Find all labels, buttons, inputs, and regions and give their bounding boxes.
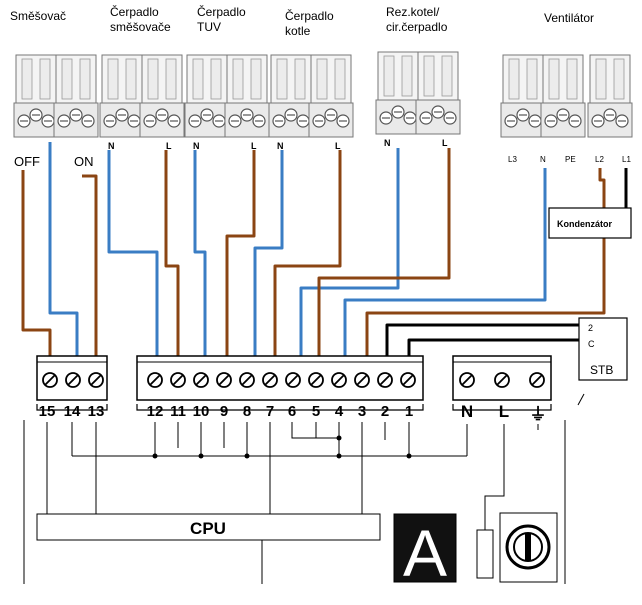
internal-wiring	[23, 420, 566, 584]
tuv-pump-connector	[184, 54, 270, 138]
mixer-pump-pin-n: N	[108, 141, 115, 151]
wire-fan-l2-upper	[598, 168, 606, 208]
fan-pin-l2: L2	[595, 155, 604, 164]
stb-pin-c: C	[588, 339, 595, 349]
stb-box: 2 C STB	[578, 317, 628, 381]
terminal-3: 3	[358, 403, 366, 420]
wires	[21, 142, 628, 360]
wire-boiler-pump-l	[273, 150, 342, 360]
stb-mark	[577, 393, 585, 406]
cpu-label: CPU	[190, 519, 226, 538]
wire-tuv-pump-l	[225, 150, 256, 360]
wire-fan-l2-lower	[365, 238, 606, 360]
mixer-pump-pin-l: L	[166, 141, 172, 151]
wire-mixer-pump-n	[107, 150, 159, 360]
terminal-7: 7	[266, 403, 274, 420]
terminal-10: 10	[193, 403, 210, 420]
condenser: Kondenzátor	[548, 207, 632, 239]
label-mixer-pump-2: směšovače	[110, 20, 171, 34]
fuse-icon	[476, 529, 494, 579]
boiler-pump-connector	[268, 54, 354, 138]
label-reserve-2: cir.čerpadlo	[386, 20, 448, 34]
terminal-block-left	[36, 355, 108, 401]
wire-mixer-on	[82, 174, 98, 360]
stb-pin-2: 2	[588, 323, 593, 333]
fan-connector	[500, 54, 633, 138]
terminal-9: 9	[220, 403, 228, 420]
label-mixer: Směšovač	[10, 9, 66, 23]
fan-pin-l1: L1	[622, 155, 631, 164]
mixer-connector	[13, 54, 99, 138]
label-mixer-pump-1: Čerpadlo	[110, 4, 159, 19]
wire-mixer-n	[48, 142, 79, 360]
terminal-2: 2	[381, 403, 389, 420]
key-switch-icon	[499, 512, 558, 583]
wire-boiler-pump-n	[253, 150, 284, 360]
terminal-block-power	[452, 355, 552, 401]
tuv-pump-pin-l: L	[251, 141, 257, 151]
wire-mixer-pump-l	[164, 150, 180, 360]
boiler-pump-pin-l: L	[335, 141, 341, 151]
mixer-off-label: OFF	[14, 154, 40, 169]
wire-stb-c	[407, 338, 579, 360]
variant-letter: A	[403, 516, 447, 590]
tuv-pump-pin-n: N	[193, 141, 200, 151]
label-tuv-pump-1: Čerpadlo	[197, 4, 246, 19]
label-boiler-pump-1: Čerpadlo	[285, 8, 334, 23]
condenser-label: Kondenzátor	[557, 219, 612, 229]
wire-reserve-l	[317, 148, 451, 360]
terminal-block-main	[136, 355, 424, 401]
terminal-15: 15	[39, 403, 56, 420]
wire-reserve-n	[299, 148, 400, 360]
reserve-connector	[375, 51, 461, 135]
terminal-12: 12	[147, 403, 164, 420]
label-fan: Ventilátor	[544, 11, 594, 25]
wire-stb-2	[385, 323, 579, 360]
mixer-on-label: ON	[74, 154, 94, 169]
top-labels: Směšovač Čerpadlo směšovače Čerpadlo TUV…	[10, 4, 594, 38]
fan-pin-pe: PE	[565, 155, 576, 164]
label-tuv-pump-2: TUV	[197, 20, 221, 34]
terminal-4: 4	[335, 403, 344, 420]
stb-label: STB	[590, 363, 613, 377]
terminal-14: 14	[64, 403, 81, 420]
terminal-11: 11	[170, 403, 186, 420]
terminal-l: L	[499, 402, 509, 421]
reserve-pin-l: L	[442, 138, 448, 148]
terminal-13: 13	[88, 403, 105, 420]
reserve-pin-n: N	[384, 138, 391, 148]
label-boiler-pump-2: kotle	[285, 24, 311, 38]
cpu-box: CPU	[36, 513, 381, 541]
label-reserve-1: Rez.kotel/	[386, 5, 440, 19]
terminal-5: 5	[312, 403, 320, 420]
terminal-6: 6	[288, 403, 296, 420]
terminal-n: N	[461, 402, 473, 421]
terminal-8: 8	[243, 403, 251, 420]
wire-tuv-pump-n	[193, 150, 207, 360]
wire-mixer-off	[21, 170, 52, 360]
wire-fan-n	[343, 168, 547, 360]
terminal-earth: ⏚	[530, 405, 547, 424]
terminal-1: 1	[405, 403, 413, 420]
variant-badge: A	[393, 513, 457, 590]
fan-pin-l3: L3	[508, 155, 517, 164]
boiler-pump-pin-n: N	[277, 141, 284, 151]
mixer-pump-connector	[99, 54, 185, 138]
fan-pin-n: N	[540, 155, 546, 164]
